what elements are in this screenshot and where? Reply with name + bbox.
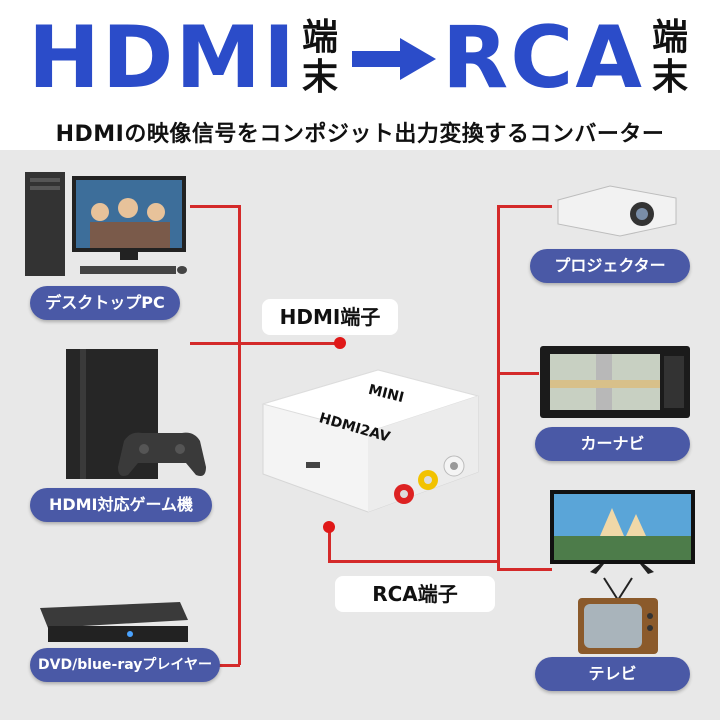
rca-connector-label: RCA端子 [335, 576, 495, 612]
hdmi-suffix-bottom: 末 [301, 57, 338, 98]
right-arrow-icon [352, 38, 436, 80]
desktop-pc-image [25, 172, 187, 276]
car-navi-image [540, 346, 690, 418]
rca-suffix: 端 末 [650, 18, 690, 98]
subtitle: HDMIの映像信号をコンポジット出力変換するコンバーター [55, 122, 665, 147]
wire-rca-horizontal [328, 560, 500, 563]
rca-title: RCA [442, 8, 644, 108]
output-label-navi: カーナビ [535, 427, 690, 461]
source-label-pc: デスクトップPC [30, 286, 180, 320]
retro-tv-image [578, 577, 658, 654]
hdmi-title: HDMI [28, 8, 297, 108]
header: HDMI 端 末 RCA 端 末 HDMIの映像信号をコンポジット出力変換するコ… [0, 0, 720, 150]
dvd-player-image [40, 602, 188, 642]
wire-navi [497, 372, 539, 375]
rca-suffix-bottom: 末 [651, 57, 688, 98]
projector-image [557, 185, 677, 237]
hdmi-connector-dot [334, 337, 346, 349]
wire-right-vertical [497, 205, 500, 570]
output-label-projector: プロジェクター [530, 249, 690, 283]
wire-game [190, 342, 340, 345]
wire-tv [497, 568, 552, 571]
rca-connector-dot [323, 521, 335, 533]
tv-image [550, 490, 695, 574]
source-label-game: HDMI対応ゲーム機 [30, 488, 212, 522]
rca-suffix-top: 端 [651, 17, 688, 58]
output-label-tv: テレビ [535, 657, 690, 691]
hdmi-suffix: 端 末 [300, 18, 340, 98]
converter-device-image [261, 369, 480, 513]
wire-projector [497, 205, 552, 208]
wire-pc [190, 205, 240, 208]
hdmi-suffix-top: 端 [301, 17, 338, 58]
source-label-dvd: DVD/blue-rayプレイヤー [30, 648, 220, 682]
wire-rca-vertical [328, 528, 331, 562]
hdmi-connector-label: HDMI端子 [262, 299, 398, 335]
wire-left-vertical [238, 205, 241, 665]
game-console-image [66, 349, 206, 479]
